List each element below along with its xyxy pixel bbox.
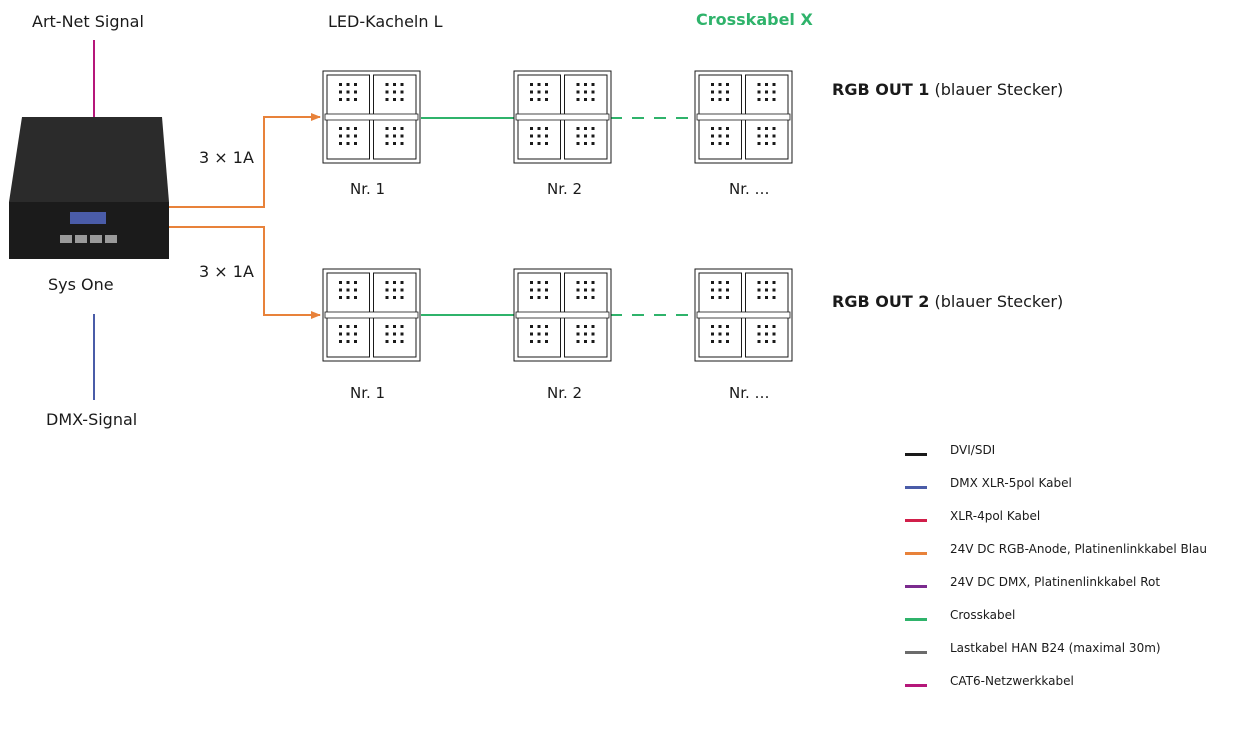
tile-label: Nr. 2	[547, 384, 583, 402]
artnet-signal-label: Art-Net Signal	[32, 12, 144, 31]
rgb-out-2-label: RGB OUT 2 (blauer Stecker)	[832, 292, 1063, 311]
legend-swatch	[905, 651, 927, 654]
dmx-signal-label: DMX-Signal	[46, 410, 138, 429]
legend-label: Lastkabel HAN B24 (maximal 30m)	[950, 641, 1161, 655]
rgb-out-1-name: RGB OUT 1	[832, 80, 930, 99]
led-tile	[694, 268, 793, 362]
device-label: Sys One	[48, 275, 114, 294]
legend-swatch	[905, 519, 927, 522]
current-label-2: 3 × 1A	[199, 262, 254, 281]
tile-label: Nr. …	[729, 180, 770, 198]
led-tile	[694, 70, 793, 164]
rgb-out-2-cable	[169, 226, 321, 319]
rgb-out-1-label: RGB OUT 1 (blauer Stecker)	[832, 80, 1063, 99]
current-label-1: 3 × 1A	[199, 148, 254, 167]
legend-swatch	[905, 486, 927, 489]
legend-swatch	[905, 585, 927, 588]
tile-label: Nr. …	[729, 384, 770, 402]
sys-one-device	[9, 117, 169, 259]
legend-label: 24V DC RGB-Anode, Platinenlinkkabel Blau	[950, 542, 1207, 556]
crosskabel-title: Crosskabel X	[696, 10, 813, 29]
tile-label: Nr. 2	[547, 180, 583, 198]
legend-label: 24V DC DMX, Platinenlinkkabel Rot	[950, 575, 1161, 589]
rgb-out-2-connector: (blauer Stecker)	[929, 292, 1064, 311]
legend-swatch	[905, 552, 927, 555]
tiles-title: LED-Kacheln L	[328, 12, 443, 31]
led-tile	[513, 70, 612, 164]
tile-label: Nr. 1	[350, 384, 386, 402]
legend-swatch	[905, 684, 927, 687]
led-tile	[513, 268, 612, 362]
device-display	[70, 212, 106, 224]
legend-label: CAT6-Netzwerkkabel	[950, 674, 1074, 688]
legend-swatch	[905, 618, 927, 621]
rgb-out-2-name: RGB OUT 2	[832, 292, 930, 311]
legend-label: XLR-4pol Kabel	[950, 509, 1041, 523]
led-tile	[322, 268, 421, 362]
legend-swatch	[905, 453, 927, 456]
led-tile	[322, 70, 421, 164]
legend-label: DMX XLR-5pol Kabel	[950, 476, 1072, 490]
legend-label: Crosskabel	[950, 608, 1016, 622]
rgb-out-1-cable	[169, 113, 321, 208]
tile-label: Nr. 1	[350, 180, 386, 198]
rgb-out-1-connector: (blauer Stecker)	[929, 80, 1064, 99]
legend-label: DVI/SDI	[950, 443, 996, 457]
device-buttons	[60, 235, 117, 243]
